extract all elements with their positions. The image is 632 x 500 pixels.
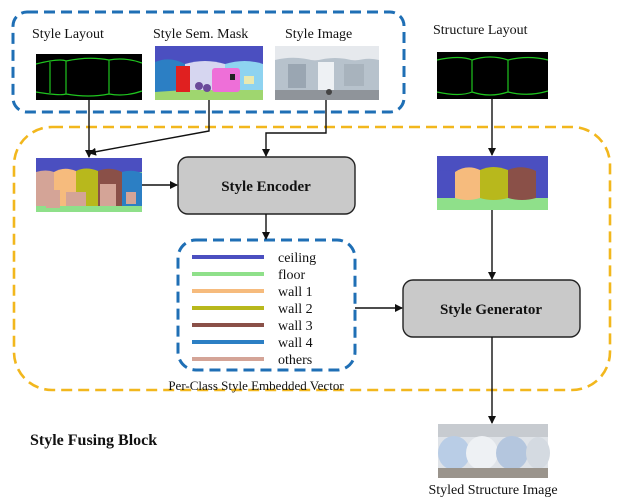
styled-structure-image [438,424,550,478]
style-image-thumbnail [275,46,379,100]
arrow-image-to-encoder [262,100,327,157]
legend-label: wall 2 [278,302,313,317]
structure-layout-thumbnail [436,52,549,99]
style-encoder-block: Style Encoder [177,156,356,215]
legend-label: others [278,353,312,368]
structure-layout-label: Structure Layout [433,23,528,38]
legend-caption: Per-Class Style Embedded Vector [168,378,344,393]
style-generator-block: Style Generator [402,279,581,338]
output-caption: Styled Structure Image [428,483,557,498]
style-sem-mask-label: Style Sem. Mask [153,27,248,42]
style-layout-thumbnail [35,54,143,100]
style-encoder-label: Style Encoder [221,179,311,195]
style-vector-legend-box [176,238,357,372]
flow-arrows [85,99,496,424]
legend-label: wall 3 [278,319,313,334]
fusing-block-boundary [12,125,612,392]
style-generator-label: Style Generator [440,302,542,318]
structure-segmentation-image [437,156,548,210]
fusing-block-label: Style Fusing Block [30,432,157,449]
style-vector-legend: ceiling floor wall 1 wall 2 wall 3 wall 4 othe… [192,251,316,368]
style-image-label: Style Image [285,27,352,42]
style-segmentation-image [36,158,142,212]
legend-label: ceiling [278,251,316,266]
legend-label: wall 4 [278,336,313,351]
legend-label: wall 1 [278,285,313,300]
style-sem-mask-thumbnail [155,46,263,100]
arrow-mask-to-segmentation [88,100,210,156]
style-layout-label: Style Layout [32,27,104,42]
legend-label: floor [278,268,306,283]
